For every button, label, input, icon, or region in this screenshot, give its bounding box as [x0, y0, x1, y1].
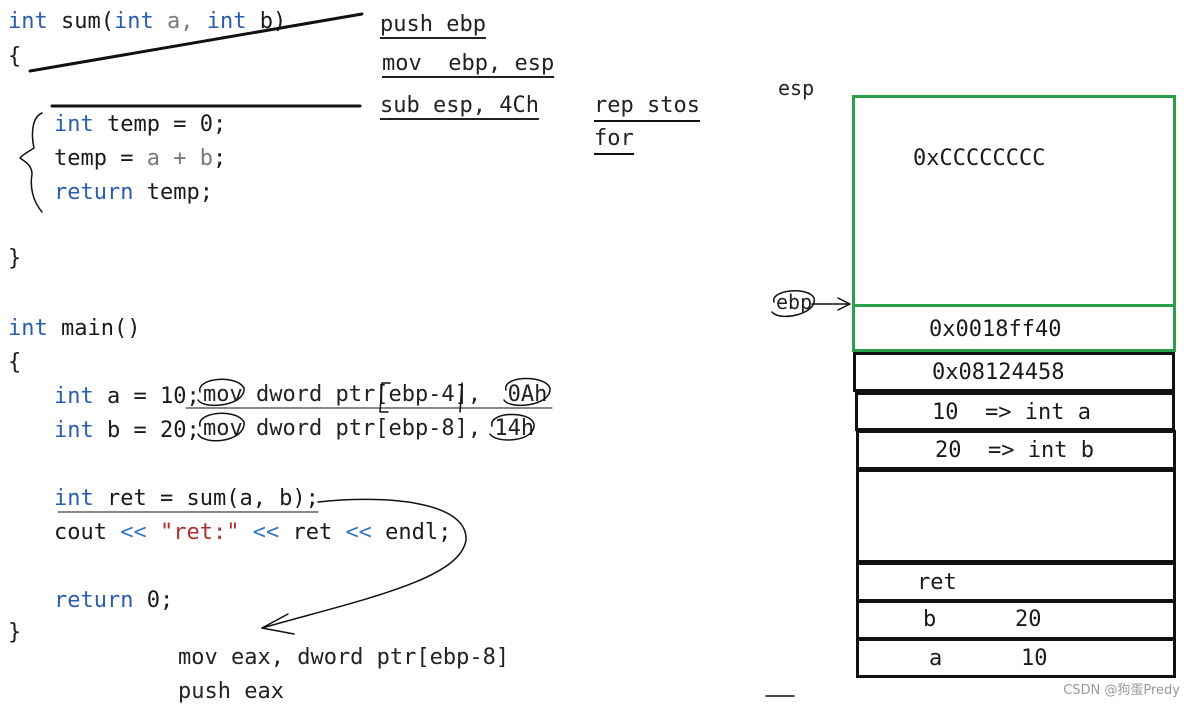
line-temp-assign: temp = a + b; — [54, 146, 227, 171]
stack-param-a: 10 => int a — [855, 392, 1175, 431]
line-int-a: int a = 10; — [54, 384, 200, 409]
call-arrow — [261, 498, 467, 629]
stack-param-b: 20 => int b — [856, 430, 1176, 470]
ebp-pointer-arrow — [811, 297, 851, 311]
esp-label: esp — [778, 76, 815, 100]
asm-annotation-a: mov dword ptr[ebp-4], 0Ah — [203, 382, 548, 407]
b-var-label: b — [923, 607, 937, 632]
fill-value: 0xCCCCCCCC — [913, 146, 1046, 171]
stack-locals-area: 0xCCCCCCCC — [852, 95, 1176, 307]
asm-annotation-b: mov dword ptr[ebp-8], 14h — [203, 416, 535, 441]
curly-brace-stroke — [19, 112, 43, 213]
strikeout-line — [28, 12, 364, 73]
stack-ret-var: ret — [856, 562, 1176, 602]
main-signature: int main() — [8, 316, 141, 341]
rep-stos-note: rep stos — [594, 93, 700, 122]
stack-b-var: b 20 — [856, 600, 1176, 640]
stack-a-var: a 10 — [856, 638, 1176, 678]
line-int-b: int b = 20; — [54, 418, 200, 443]
stack-empty-slot — [856, 469, 1176, 563]
ebp-label: ebp — [776, 290, 813, 314]
return-address-value: 0x08124458 — [932, 360, 1065, 385]
main-brace-open: { — [8, 350, 22, 375]
call-asm-mov-eax: mov eax, dword ptr[ebp-8] — [178, 645, 510, 670]
sum-brace-open: { — [8, 44, 22, 69]
line-cout: cout << "ret:" << ret << endl; — [54, 520, 452, 545]
watermark: CSDN @狗蛋Predy — [1063, 683, 1180, 698]
ret-var-label: ret — [917, 570, 957, 595]
line-int-ret: int ret = sum(a, b); — [54, 486, 319, 511]
call-asm-push-eax: push eax — [178, 679, 284, 704]
param-a-text: 10 => int a — [932, 400, 1091, 425]
a-var-label: a — [929, 646, 943, 671]
prologue-push-ebp: push ebp — [380, 12, 486, 37]
stack-return-address: 0x08124458 — [853, 352, 1175, 392]
mov-circle-b — [197, 412, 245, 442]
line-temp-decl: int temp = 0; — [54, 112, 227, 137]
prologue-mov-ebp-esp: mov ebp, esp — [382, 51, 555, 76]
a-var-value: 10 — [1021, 646, 1048, 671]
value-circle-a — [503, 377, 551, 407]
line-return-temp: return temp; — [54, 180, 213, 205]
prologue-sub-esp: sub esp, 4Ch — [380, 93, 539, 118]
value-circle-b — [489, 413, 535, 441]
stack-saved-ebp: 0x0018ff40 — [852, 304, 1176, 352]
sum-brace-close: } — [8, 246, 22, 271]
line-return-0: return 0; — [54, 588, 174, 613]
call-arrow-head — [261, 613, 295, 635]
bracket-left — [379, 382, 391, 413]
main-brace-close: } — [8, 620, 22, 645]
ebp-circle — [771, 290, 815, 318]
for-note: for — [594, 126, 634, 155]
mov-circle-a — [197, 378, 245, 407]
saved-ebp-value: 0x0018ff40 — [929, 317, 1062, 342]
b-var-value: 20 — [1015, 607, 1042, 632]
bracket-right — [459, 382, 463, 413]
param-b-text: 20 => int b — [935, 438, 1094, 463]
sum-signature: int sum(int a, int b) — [8, 9, 287, 34]
